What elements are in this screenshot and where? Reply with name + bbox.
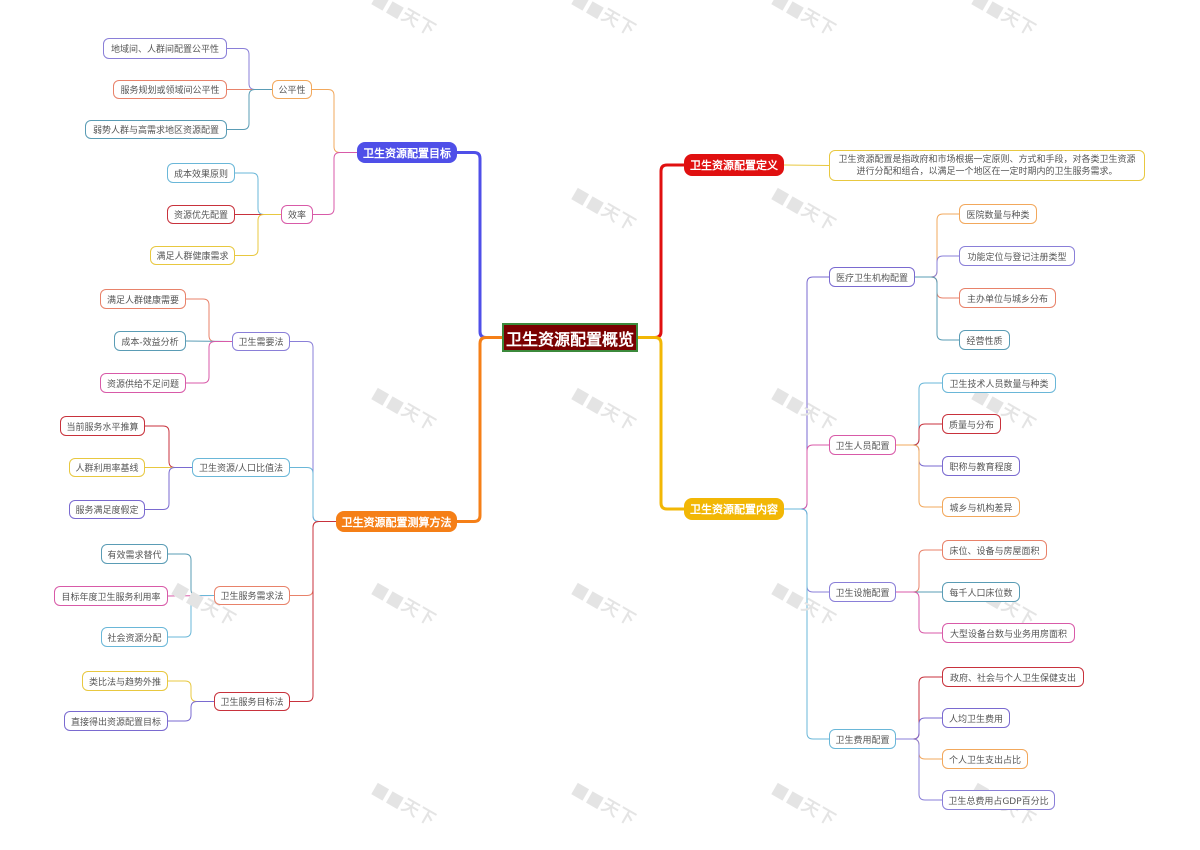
goal-equity-3[interactable]: 弱势人群与高需求地区资源配置: [85, 120, 227, 139]
definition-text: 卫生资源配置是指政府和市场根据一定原则、方式和手段，对各类卫生资源进行分配和组合…: [829, 150, 1145, 181]
goal-efficiency-2[interactable]: 资源优先配置: [167, 205, 235, 224]
method-target[interactable]: 卫生服务目标法: [214, 692, 290, 711]
connector: [455, 336, 504, 523]
method-target-1[interactable]: 类比法与趋势外推: [82, 671, 168, 691]
content-personnel-2[interactable]: 质量与分布: [942, 414, 1001, 434]
content-institution[interactable]: 医疗卫生机构配置: [829, 267, 915, 287]
content-institution-2[interactable]: 功能定位与登记注册类型: [959, 246, 1075, 266]
connector: [455, 151, 504, 339]
method-ratio[interactable]: 卫生资源/人口比值法: [192, 458, 290, 477]
connector: [783, 444, 830, 510]
content-institution-4[interactable]: 经营性质: [959, 330, 1010, 350]
content-personnel-3[interactable]: 职称与教育程度: [942, 456, 1020, 476]
root-node[interactable]: 卫生资源配置概览: [502, 323, 638, 352]
connector: [167, 680, 215, 702]
connector: [226, 48, 273, 90]
connector: [895, 444, 943, 508]
connector: [167, 701, 215, 722]
content-expense[interactable]: 卫生费用配置: [829, 729, 896, 749]
connector: [895, 738, 943, 801]
goal-efficiency[interactable]: 效率: [281, 205, 313, 224]
method-need-1[interactable]: 满足人群健康需要: [100, 289, 186, 309]
connector: [783, 164, 830, 166]
connector: [185, 341, 233, 384]
goal-equity-2[interactable]: 服务规划或领域间公平性: [113, 80, 227, 99]
content-expense-2[interactable]: 人均卫生费用: [942, 708, 1010, 728]
connector: [144, 467, 193, 510]
connector: [289, 521, 337, 702]
content-expense-4[interactable]: 卫生总费用占GDP百分比: [942, 790, 1055, 810]
method-need-3[interactable]: 资源供给不足问题: [100, 373, 186, 393]
content-facility-3[interactable]: 大型设备台数与业务用房面积: [942, 623, 1075, 643]
connector: [311, 89, 358, 153]
method-target-2[interactable]: 直接得出资源配置目标: [64, 711, 168, 731]
method-ratio-1[interactable]: 当前服务水平推算: [60, 416, 145, 436]
connector: [185, 298, 233, 342]
method-demand[interactable]: 卫生服务需求法: [214, 586, 290, 605]
connector: [895, 549, 943, 593]
connector: [636, 163, 686, 339]
branch-goal[interactable]: 卫生资源配置目标: [357, 142, 457, 163]
branch-content[interactable]: 卫生资源配置内容: [684, 498, 784, 520]
connector: [226, 89, 273, 130]
connector: [234, 214, 282, 256]
connector: [783, 508, 830, 740]
connector: [895, 423, 943, 446]
goal-efficiency-3[interactable]: 满足人群健康需求: [150, 246, 235, 265]
connector: [144, 425, 193, 468]
method-ratio-3[interactable]: 服务满足度假定: [69, 500, 145, 519]
content-institution-1[interactable]: 医院数量与种类: [959, 204, 1037, 224]
content-facility[interactable]: 卫生设施配置: [829, 582, 896, 602]
goal-efficiency-1[interactable]: 成本效果原则: [167, 163, 235, 183]
connector: [167, 553, 215, 596]
method-demand-1[interactable]: 有效需求替代: [101, 544, 168, 564]
connector: [167, 595, 215, 638]
connector: [895, 717, 943, 740]
method-demand-2[interactable]: 目标年度卫生服务利用率: [54, 586, 168, 606]
connector: [914, 276, 960, 341]
connector: [312, 152, 358, 215]
branch-definition[interactable]: 卫生资源配置定义: [684, 154, 784, 176]
connector: [289, 467, 337, 522]
connector: [895, 591, 943, 634]
connector: [234, 172, 282, 215]
branch-method[interactable]: 卫生资源配置测算方法: [336, 511, 457, 532]
method-need[interactable]: 卫生需要法: [232, 332, 290, 351]
content-institution-3[interactable]: 主办单位与城乡分布: [959, 288, 1056, 308]
method-demand-3[interactable]: 社会资源分配: [101, 627, 168, 647]
content-personnel-1[interactable]: 卫生技术人员数量与种类: [942, 373, 1056, 393]
method-ratio-2[interactable]: 人群利用率基线: [69, 458, 145, 477]
content-personnel[interactable]: 卫生人员配置: [829, 435, 896, 455]
method-need-2[interactable]: 成本-效益分析: [114, 331, 186, 351]
content-personnel-4[interactable]: 城乡与机构差异: [942, 497, 1020, 517]
goal-equity-1[interactable]: 地域间、人群间配置公平性: [103, 38, 227, 59]
content-expense-1[interactable]: 政府、社会与个人卫生保健支出: [942, 667, 1084, 687]
goal-equity[interactable]: 公平性: [272, 80, 312, 99]
content-facility-1[interactable]: 床位、设备与房屋面积: [942, 540, 1047, 560]
content-expense-3[interactable]: 个人卫生支出占比: [942, 749, 1028, 769]
connector: [636, 336, 686, 511]
content-facility-2[interactable]: 每千人口床位数: [942, 582, 1020, 602]
connector: [914, 255, 960, 278]
